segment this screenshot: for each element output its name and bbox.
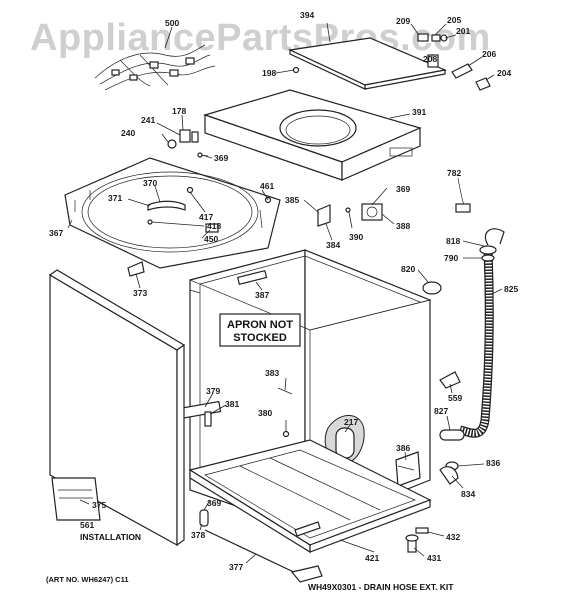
strap-377 — [204, 529, 323, 583]
apron-note-line2: STOCKED — [233, 332, 287, 344]
callout-818: 818 — [446, 236, 460, 246]
cord-782 — [455, 177, 471, 213]
clip-373 — [127, 261, 145, 277]
callout-371: 371 — [108, 193, 122, 203]
watermark: AppliancePartsPros.com — [30, 17, 491, 59]
callout-204: 204 — [497, 68, 511, 78]
callout-384: 384 — [326, 240, 340, 250]
tub-cover-367 — [64, 157, 281, 269]
callout-380: 380 — [258, 408, 272, 418]
callout-383: 383 — [265, 368, 279, 378]
callout-178: 178 — [172, 106, 186, 116]
callout-387: 387 — [255, 290, 269, 300]
front-apron-375 — [48, 269, 186, 547]
callout-391: 391 — [412, 107, 426, 117]
callout-370: 370 — [143, 178, 157, 188]
callout-241: 241 — [141, 115, 155, 125]
callout-198: 198 — [262, 68, 276, 78]
callout-500: 500 — [165, 18, 179, 28]
switch-parts-178-241-240 — [167, 129, 209, 158]
callout-782: 782 — [447, 168, 461, 178]
callout-450: 450 — [204, 234, 218, 244]
callout-379: 379 — [206, 386, 220, 396]
callout-367: 367 — [49, 228, 63, 238]
callout-205: 205 — [447, 15, 461, 25]
callout-375: 375 — [92, 500, 106, 510]
callout-378: 378 — [191, 530, 205, 540]
callout-369-valve: 369 — [396, 184, 410, 194]
callout-390: 390 — [349, 232, 363, 242]
callout-labels: 500 394 209 205 201 198 208 206 204 391 … — [49, 10, 518, 572]
lid-394 — [287, 22, 448, 90]
feet-parts — [199, 509, 429, 553]
callout-377: 377 — [229, 562, 243, 572]
callout-206: 206 — [482, 49, 496, 59]
callout-820: 820 — [401, 264, 415, 274]
apron-note-box: APRON NOT STOCKED — [219, 313, 301, 347]
callout-394: 394 — [300, 10, 314, 20]
callout-559: 559 — [448, 393, 462, 403]
callout-836: 836 — [486, 458, 500, 468]
callout-432: 432 — [446, 532, 460, 542]
callout-240: 240 — [121, 128, 135, 138]
callout-421: 421 — [365, 553, 379, 563]
callout-385: 385 — [285, 195, 299, 205]
wire-harness-500 — [94, 44, 216, 91]
callout-369-bottom: 369 — [207, 498, 221, 508]
callout-217: 217 — [344, 417, 358, 427]
callout-373: 373 — [133, 288, 147, 298]
base-421 — [188, 439, 432, 554]
callout-561: 561 — [80, 520, 94, 530]
callout-381: 381 — [225, 399, 239, 409]
top-panel-391 — [203, 89, 422, 181]
callout-417: 417 — [199, 212, 213, 222]
callout-418: 418 — [207, 221, 221, 231]
callout-386: 386 — [396, 443, 410, 453]
callout-201: 201 — [456, 26, 470, 36]
callout-431: 431 — [427, 553, 441, 563]
installation-label: INSTALLATION — [80, 532, 141, 542]
callout-790: 790 — [444, 253, 458, 263]
callout-825: 825 — [504, 284, 518, 294]
drain-hose-kit-note: WH49X0301 - DRAIN HOSE EXT. KIT — [308, 582, 454, 592]
callout-461: 461 — [260, 181, 274, 191]
drain-small-parts — [422, 281, 465, 485]
callout-827: 827 — [434, 406, 448, 416]
callout-388: 388 — [396, 221, 410, 231]
valve-parts — [317, 203, 383, 227]
callout-208: 208 — [423, 54, 437, 64]
callout-369-top: 369 — [214, 153, 228, 163]
leader-lines — [67, 23, 503, 564]
callout-209: 209 — [396, 16, 410, 26]
callout-834: 834 — [461, 489, 475, 499]
apron-note-line1: APRON NOT — [227, 319, 293, 331]
art-number: (ART NO. WH6247) C11 — [46, 575, 129, 584]
drain-hose-825 — [458, 228, 505, 438]
